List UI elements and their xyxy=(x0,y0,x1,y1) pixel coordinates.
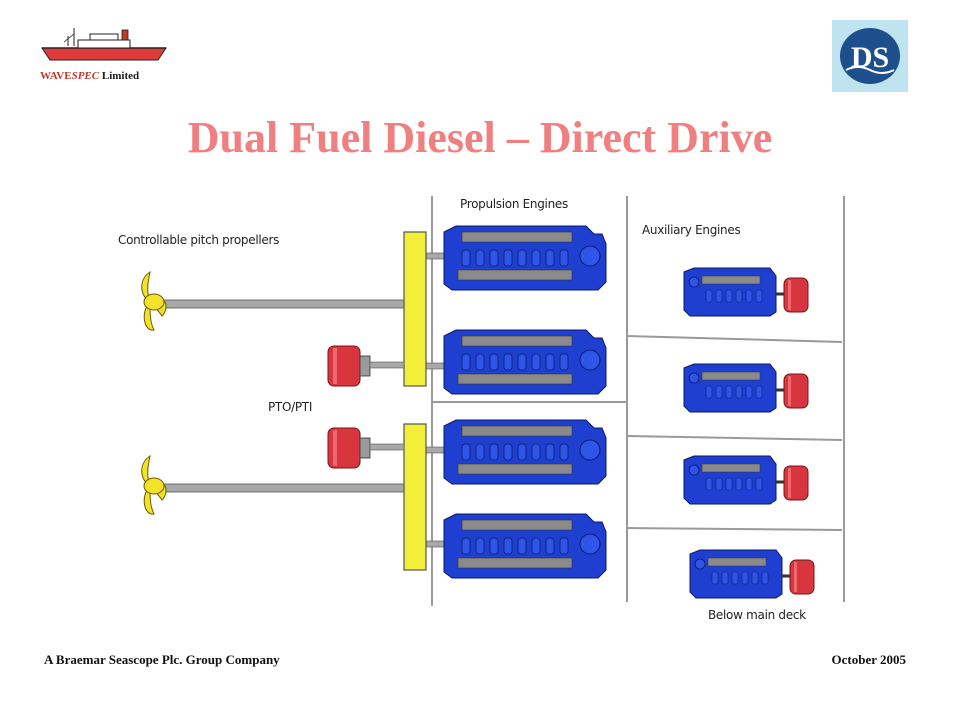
propulsion-engine-3 xyxy=(443,419,607,485)
auxiliary-engine-1 xyxy=(682,266,810,318)
bs-monogram-logo: DS xyxy=(832,20,908,92)
ship-icon xyxy=(41,28,167,61)
pto-generator-lower xyxy=(327,427,371,469)
footer-date: October 2005 xyxy=(831,652,907,667)
propeller-upper xyxy=(141,271,167,331)
propeller-shafts xyxy=(157,299,405,493)
propulsion-engine-1 xyxy=(443,225,607,291)
deck-divider-lines xyxy=(431,196,845,606)
propulsion-engine-2 xyxy=(443,329,607,395)
label-pto-pti: PTO/PTI xyxy=(268,400,313,414)
propulsion-engine-4 xyxy=(443,513,607,579)
auxiliary-engine-2 xyxy=(682,362,810,414)
gearbox-lower xyxy=(403,423,427,571)
label-propulsion-engines: Propulsion Engines xyxy=(460,197,568,211)
page-title: Dual Fuel Diesel – Direct Drive xyxy=(187,113,773,162)
propeller-lower xyxy=(141,455,167,515)
gearbox-upper xyxy=(403,231,427,387)
pto-generator-upper xyxy=(327,345,371,387)
company-prefix: WAVE xyxy=(40,70,72,82)
footer-company: A Braemar Seascope Plc. Group Company xyxy=(44,652,280,667)
engine-shafts xyxy=(425,252,449,548)
auxiliary-engine-4 xyxy=(688,548,816,600)
propulsion-diagram xyxy=(141,196,845,606)
company-italic: SPEC xyxy=(71,70,100,82)
label-propellers: Controllable pitch propellers xyxy=(118,233,280,247)
company-suffix: Limited xyxy=(101,70,140,82)
label-below-main-deck: Below main deck xyxy=(708,608,806,622)
svg-text:DS: DS xyxy=(851,41,889,74)
label-auxiliary-engines: Auxiliary Engines xyxy=(642,223,741,237)
company-logo-text: WAVESPEC Limited xyxy=(40,70,139,82)
auxiliary-engine-3 xyxy=(682,454,810,506)
